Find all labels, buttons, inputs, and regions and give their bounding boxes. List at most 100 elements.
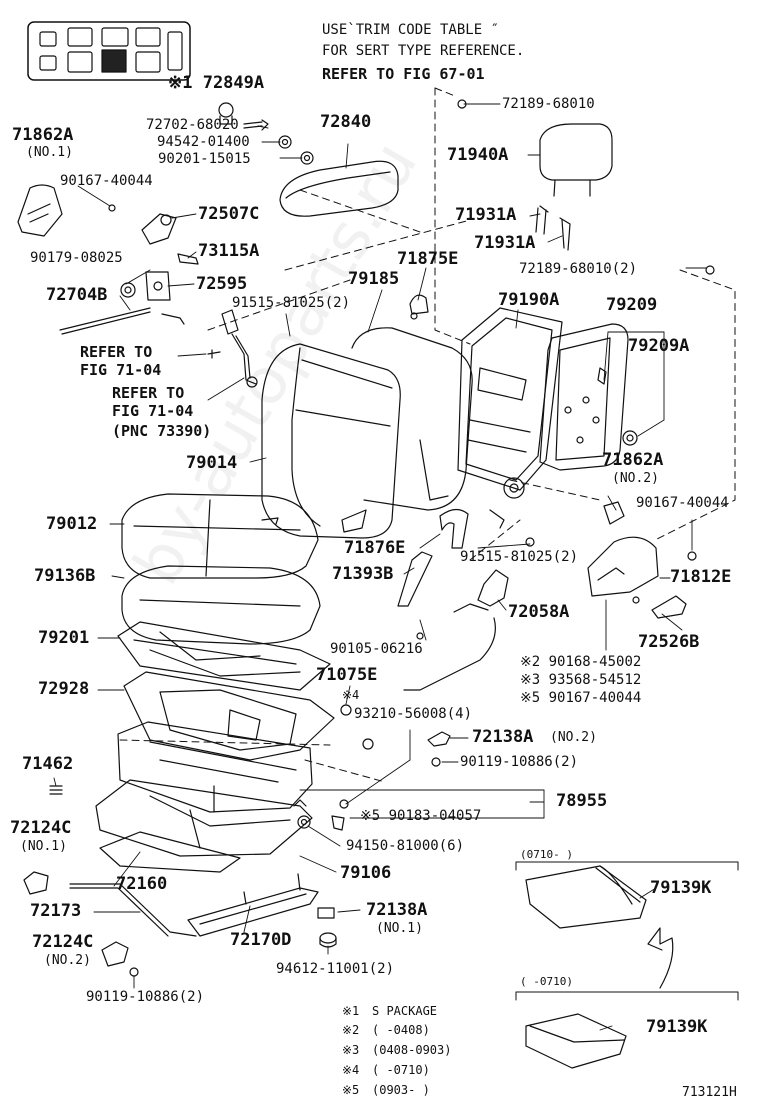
part-label: 72840 (320, 112, 372, 132)
part-label: (NO.2) (44, 953, 91, 968)
trim-code-note-line1: USE`TRIM CODE TABLE ″ (322, 22, 500, 38)
part-label: 72138A (366, 900, 428, 920)
part-label: 91515-81025(2) (460, 549, 579, 565)
part-label: 90119-10886(2) (460, 754, 579, 770)
part-label: 79014 (186, 453, 238, 473)
part-label: 90119-10886(2) (86, 989, 205, 1005)
part-label: ※3 93568-54512 (520, 672, 642, 688)
legend-text: (0408-0903) (372, 1043, 452, 1057)
part-label: 71075E (316, 665, 378, 685)
part-label: 91515-81025(2) (232, 295, 351, 311)
part-label: 72507C (198, 204, 260, 224)
part-label: (PNC 73390) (112, 422, 212, 440)
legend-mark: ※4 (342, 1063, 360, 1077)
dashed-assembly-outline (119, 87, 736, 783)
variant-brackets (515, 861, 739, 1001)
seat-cushion-frame-shape (123, 671, 335, 761)
part-label: 71393B (332, 564, 394, 584)
part-label: ※4 (342, 688, 360, 702)
part-label: 72124C (32, 932, 94, 952)
part-label: 78955 (556, 791, 608, 811)
part-label: FIG 71-04 (112, 402, 194, 420)
part-label: 71940A (447, 145, 509, 165)
seat-cover-kit-old-shape (525, 1013, 627, 1069)
part-label: 72595 (196, 274, 248, 294)
part-label: 72160 (116, 874, 168, 894)
part-label: 71462 (22, 754, 74, 774)
legend-text: (0903- ) (372, 1083, 430, 1097)
seatback-pad-shape (351, 294, 473, 511)
part-label: 71931A (455, 205, 517, 225)
part-label: 90105-06216 (330, 641, 423, 657)
part-label: 79136B (34, 566, 96, 586)
headrest-shape (535, 123, 613, 251)
part-label: FIG 71-04 (80, 361, 162, 379)
part-label: 79012 (46, 514, 98, 534)
armrest-shape (279, 160, 399, 217)
part-label: 71862A (12, 125, 74, 145)
seat-layout-thumbnail-icon (27, 21, 191, 81)
part-label: 71862A (602, 450, 664, 470)
part-label: 93210-56008(4) (354, 706, 473, 722)
part-label: ※5 90183-04057 (360, 808, 482, 824)
small-blocks-shape (317, 907, 337, 948)
release-rod-shape (69, 883, 197, 937)
seat-cushion-cover-shape (121, 493, 319, 579)
part-label: (NO.2) (550, 730, 597, 745)
seat-rail-shape (187, 873, 319, 937)
part-label: 94542-01400 (157, 134, 250, 150)
legend-mark: ※3 (342, 1043, 360, 1057)
part-label: 94150-81000(6) (346, 838, 465, 854)
legend-text: S PACKAGE (372, 1004, 438, 1018)
part-label: 79106 (340, 863, 392, 883)
recliner-parts-shape (59, 213, 199, 335)
recliner-cover-no2-shape (587, 501, 697, 604)
part-label: 79139K (646, 1017, 708, 1037)
legend-mark: ※2 (342, 1023, 360, 1037)
part-label: 73115A (198, 241, 260, 261)
seat-spring-frame-shape (117, 621, 331, 691)
seat-pan-shape (117, 721, 313, 813)
part-label: ※2 90168-45002 (520, 654, 642, 670)
part-label: REFER TO (80, 343, 153, 361)
part-label: 72702-68020 (146, 117, 239, 133)
part-label: (NO.1) (26, 145, 73, 160)
part-label: 72189-68010 (502, 96, 595, 112)
seatback-frame-shape (457, 307, 563, 529)
part-label: 90167-40044 (60, 173, 153, 189)
fig-reference-note: REFER TO FIG 67-01 (322, 65, 485, 83)
part-label: 90201-15015 (158, 151, 251, 167)
part-label: 94612-11001(2) (276, 961, 395, 977)
part-label: 71875E (397, 249, 459, 269)
part-label: 79209A (628, 336, 690, 356)
leader-lines (53, 103, 707, 1031)
side-cover-no1-shape (17, 184, 63, 237)
part-label: 90179-08025 (30, 250, 123, 266)
part-label: REFER TO (112, 384, 185, 402)
part-label: 71931A (474, 233, 536, 253)
legend-mark: ※5 (342, 1083, 360, 1097)
seat-cushion-pad-shape (121, 565, 321, 645)
recliner-handle-shapes (397, 508, 535, 691)
legend-mark: ※1 (342, 1004, 360, 1018)
part-label: 72173 (30, 901, 82, 921)
part-label: (NO.2) (612, 471, 659, 486)
kit-date-range: ( -0710) (520, 975, 573, 988)
part-label: 72189-68010(2) (519, 261, 638, 277)
misc-fasteners-shape (49, 704, 451, 831)
part-label: 72138A (472, 727, 534, 747)
lever-knob-shape (651, 595, 687, 619)
part-label: 72170D (230, 930, 292, 950)
part-label: 71876E (344, 538, 406, 558)
part-label: 90167-40044 (636, 495, 729, 511)
part-label: 72124C (10, 818, 72, 838)
seat-cover-kit-new-shape (525, 865, 674, 989)
legend-text: ( -0710) (372, 1063, 430, 1077)
figure-id: 713121H (682, 1085, 737, 1100)
part-label: 72526B (638, 632, 700, 652)
part-label: ※1 72849A (168, 73, 265, 93)
part-label: (NO.1) (20, 839, 67, 854)
part-label: (NO.1) (376, 921, 423, 936)
